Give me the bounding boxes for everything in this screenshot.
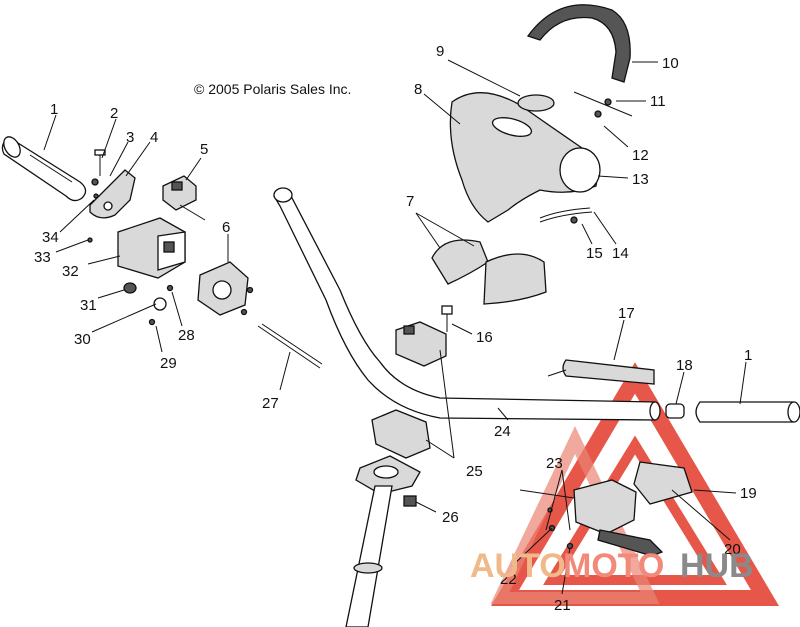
spacer-part-18 [665, 403, 685, 419]
handlebar-clamp-lower [371, 409, 431, 459]
callout-16: 16 [476, 329, 493, 346]
steering-post-part [345, 455, 421, 627]
callout-1-right-grip: 1 [744, 347, 752, 364]
grip-heater-part-17 [547, 359, 655, 385]
callout-6: 6 [222, 219, 230, 236]
watermark-text-auto: AUTO [470, 547, 566, 585]
callout-26: 26 [442, 509, 459, 526]
left-grip-part [1, 136, 87, 202]
callout-13: 13 [632, 171, 649, 188]
callout-34: 34 [42, 229, 59, 246]
callout-23: 23 [546, 455, 563, 472]
callout-15: 15 [586, 245, 603, 262]
callout-20: 20 [724, 541, 741, 558]
callout-18: 18 [676, 357, 693, 374]
hand-guard-part-10 [526, 4, 631, 83]
lower-cover-left-part [431, 239, 489, 285]
callout-24: 24 [494, 423, 511, 440]
callout-14: 14 [612, 245, 629, 262]
callout-4: 4 [150, 129, 158, 146]
clamp-bolt-part-16 [441, 305, 453, 332]
watermark-text: AUTO MOTO HUB [470, 547, 754, 585]
switch-module-part-5 [162, 175, 206, 221]
brake-master-cylinder-part [519, 461, 693, 557]
throttle-cable-part [257, 323, 323, 369]
pod-screws-11-12 [573, 91, 633, 118]
callout-5: 5 [200, 141, 208, 158]
callout-30: 30 [74, 331, 91, 348]
callout-31: 31 [80, 297, 97, 314]
throttle-lever-part [89, 169, 136, 219]
callout-10: 10 [662, 55, 679, 72]
lower-cover-right-part [483, 253, 547, 305]
watermark-text-moto: MOTO [563, 547, 664, 585]
callout-21: 21 [554, 597, 571, 614]
pod-bracket-part-14 [539, 207, 593, 224]
handlebar-part [273, 187, 661, 421]
callout-25: 25 [466, 463, 483, 480]
watermark-text-hub: HUB [680, 547, 754, 585]
callout-19: 19 [740, 485, 757, 502]
callout-22: 22 [500, 571, 517, 588]
callout-labels: 1 2 3 4 5 6 7 8 9 10 11 12 13 14 15 16 1… [34, 43, 757, 614]
callout-12: 12 [632, 147, 649, 164]
handlebar-clamp-upper [395, 321, 447, 367]
callout-9: 9 [436, 43, 444, 60]
copyright-notice: © 2005 Polaris Sales Inc. [194, 81, 351, 97]
callout-7: 7 [406, 193, 414, 210]
throttle-housing-part [117, 217, 186, 279]
callout-27: 27 [262, 395, 279, 412]
switch-housing-part-6 [197, 261, 254, 316]
callout-1-left-grip: 1 [50, 101, 58, 118]
callout-8: 8 [414, 81, 422, 98]
screw-part-2 [91, 149, 106, 186]
callout-2: 2 [110, 105, 118, 122]
callout-11: 11 [650, 93, 666, 110]
callout-28: 28 [178, 327, 195, 344]
right-grip-part [695, 401, 800, 423]
callout-33: 33 [34, 249, 51, 266]
callout-29: 29 [160, 355, 177, 372]
callout-17: 17 [618, 305, 635, 322]
small-hardware-parts [87, 193, 174, 326]
leader-lines [43, 59, 747, 595]
handlebar-pod-cover-part [449, 92, 601, 223]
callout-3: 3 [126, 129, 134, 146]
callout-32: 32 [62, 263, 79, 280]
